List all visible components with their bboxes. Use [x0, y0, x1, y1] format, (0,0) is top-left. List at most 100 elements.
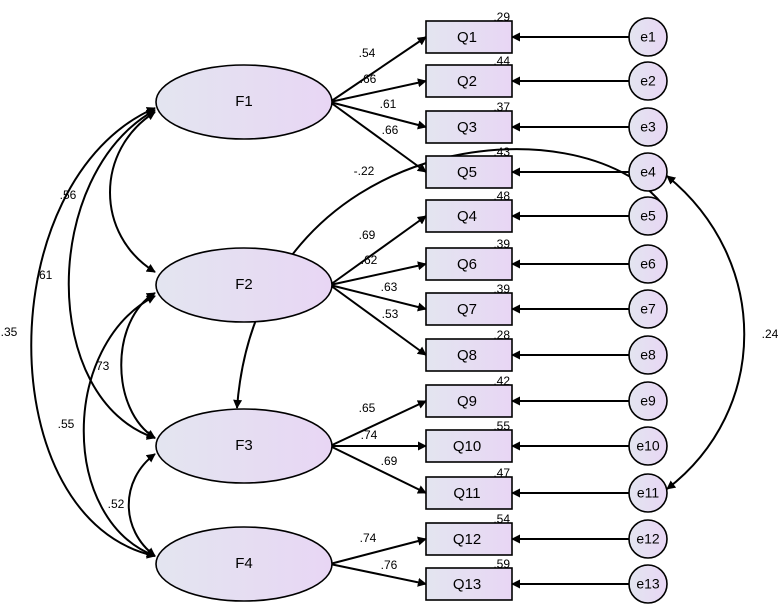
observed-item-q3: [425, 110, 513, 144]
loading-label-q11: .69: [381, 454, 398, 468]
error-term-label-e4: e4: [640, 164, 656, 180]
observed-item-label-q12: Q12: [453, 531, 481, 548]
r-squared-q8: .28: [493, 328, 510, 342]
error-term-label-e2: e2: [640, 73, 656, 89]
covariance-arrow-e4-e11: [666, 175, 746, 490]
loading-arrow-f3-q9: [329, 400, 427, 447]
loading-arrow-f2-q8: [329, 284, 427, 356]
observed-item-label-q13: Q13: [453, 576, 481, 593]
latent-factor-label-f1: F1: [235, 93, 253, 110]
loading-label-q10: .74: [361, 428, 378, 442]
error-term-e11: [628, 473, 668, 513]
loading-label-q1: .54: [359, 46, 376, 60]
loading-label-q4: .69: [359, 228, 376, 242]
error-term-e5: [628, 196, 668, 236]
error-term-label-e11: e11: [637, 485, 660, 501]
r-squared-q9: .42: [493, 374, 510, 388]
error-term-e8: [628, 335, 668, 375]
loading-arrow-f1-q5: [329, 101, 427, 173]
cross-loading-label: -.22: [354, 164, 375, 178]
error-term-e13: [628, 564, 668, 604]
r-squared-q13: .59: [493, 557, 510, 571]
error-term-label-e7: e7: [640, 301, 656, 317]
covariance-arrow-f2-f4: [82, 295, 156, 558]
covariance-arrow-f1-f3: [67, 109, 156, 440]
error-term-e6: [628, 244, 668, 284]
covariance-label-f3-f4: .52: [108, 497, 125, 511]
loading-label-q6: .62: [361, 253, 378, 267]
loading-arrow-f2-q4: [329, 215, 427, 286]
observed-item-q13: [425, 567, 513, 601]
error-term-label-e10: e10: [636, 438, 660, 454]
observed-item-label-q1: Q1: [457, 29, 477, 46]
error-term-e10: [628, 426, 668, 466]
r-squared-q2: .44: [493, 54, 510, 68]
r-squared-q11: .47: [493, 466, 510, 480]
r-squared-q1: .29: [493, 10, 510, 24]
observed-item-q5: [425, 155, 513, 189]
edges-layer: [30, 32, 746, 589]
labels-layer: .54.66.61.66.69.62.63.53.65.74.69.74.76-…: [1, 10, 778, 593]
observed-item-q12: [425, 522, 513, 556]
error-term-label-e1: e1: [640, 29, 656, 45]
observed-item-q4: [425, 199, 513, 233]
latent-factor-label-f4: F4: [235, 555, 253, 572]
error-term-label-e12: e12: [636, 531, 660, 547]
observed-item-label-q8: Q8: [457, 347, 477, 364]
error-term-e1: [628, 17, 668, 57]
observed-item-label-q2: Q2: [457, 73, 477, 90]
observed-item-label-q3: Q3: [457, 119, 477, 136]
covariance-arrow-f1-f4: [30, 107, 156, 559]
observed-item-q9: [425, 384, 513, 418]
covariance-label-f1-f4: .35: [1, 325, 18, 339]
loading-arrow-f2-q6: [329, 261, 427, 286]
error-term-e4: [628, 152, 668, 192]
loading-label-q2: .66: [360, 72, 377, 86]
latent-factor-f1: [155, 64, 333, 140]
loading-arrow-f4-q12: [329, 536, 427, 565]
observed-item-label-q5: Q5: [457, 164, 477, 181]
error-term-e7: [628, 289, 668, 329]
error-term-label-e3: e3: [640, 119, 656, 135]
error-term-e12: [628, 519, 668, 559]
loading-arrow-f3-q11: [329, 445, 427, 494]
covariance-label-f2-f3: .73: [93, 359, 110, 373]
observed-item-q1: [425, 20, 513, 54]
loading-arrow-f2-q7: [329, 284, 427, 312]
observed-item-q11: [425, 476, 513, 510]
observed-item-label-q6: Q6: [457, 256, 477, 273]
covariance-label-f1-f2: .56: [60, 188, 77, 202]
observed-item-q7: [425, 292, 513, 326]
loading-arrow-f4-q13: [329, 563, 427, 587]
error-term-label-e9: e9: [640, 393, 656, 409]
loading-arrow-f1-q3: [329, 101, 427, 130]
r-squared-q5: .43: [493, 145, 510, 159]
latent-factor-f4: [155, 526, 333, 602]
loading-label-q9: .65: [359, 401, 376, 415]
nodes-layer: [155, 17, 668, 604]
loading-arrow-f1-q1: [329, 36, 427, 103]
observed-item-label-q11: Q11: [453, 485, 480, 502]
error-term-e3: [628, 107, 668, 147]
covariance-arrow-f2-f3: [120, 292, 156, 439]
r-squared-q4: .48: [493, 189, 510, 203]
r-squared-q12: .54: [493, 512, 510, 526]
observed-item-q8: [425, 338, 513, 372]
error-term-label-e13: e13: [636, 576, 660, 592]
loading-label-q3: .61: [380, 97, 397, 111]
loading-label-q5: .66: [382, 123, 399, 137]
loading-label-q12: .74: [360, 531, 377, 545]
observed-item-q2: [425, 64, 513, 98]
covariance-label-f2-f4: .55: [58, 417, 75, 431]
loading-label-q7: .63: [381, 280, 398, 294]
latent-factor-label-f3: F3: [235, 437, 253, 454]
r-squared-q7: .39: [493, 282, 510, 296]
error-term-label-e5: e5: [640, 208, 656, 224]
latent-factor-label-f2: F2: [235, 276, 253, 293]
error-term-label-e8: e8: [640, 347, 656, 363]
error-term-label-e6: e6: [640, 256, 656, 272]
latent-factor-f3: [155, 408, 333, 484]
r-squared-q6: .39: [493, 237, 510, 251]
r-squared-q10: .55: [493, 419, 510, 433]
